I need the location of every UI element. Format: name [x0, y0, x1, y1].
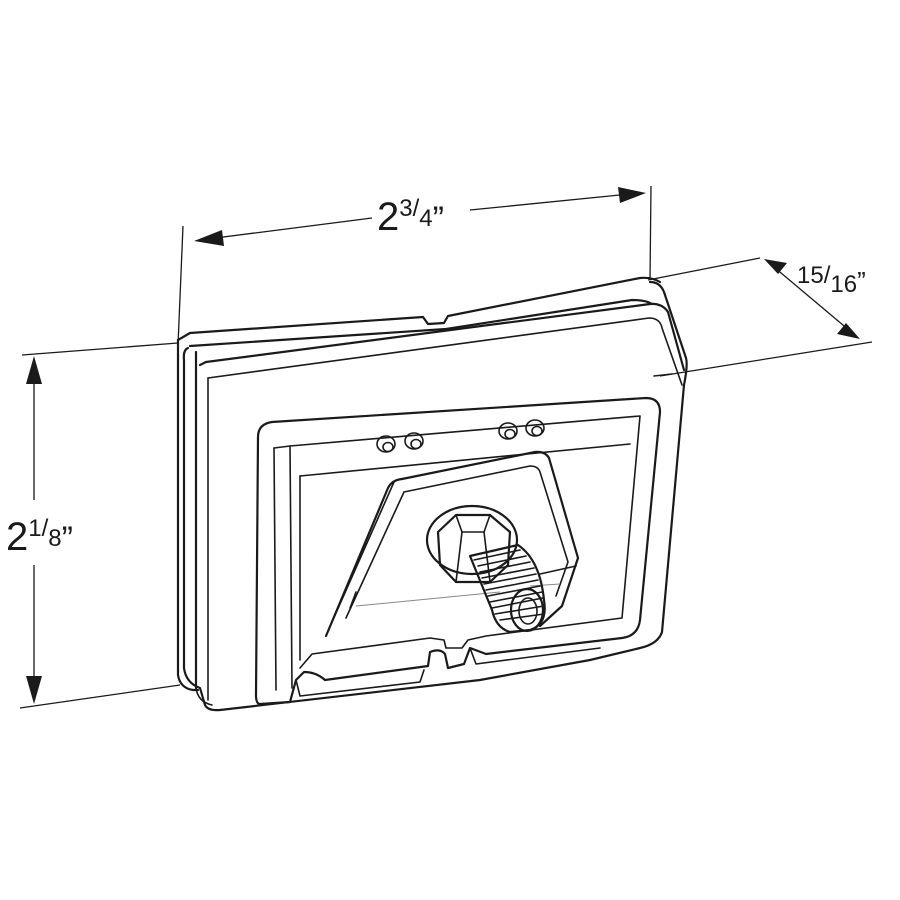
vent-hole	[525, 419, 545, 437]
recessed-window	[254, 396, 662, 706]
vent-hole	[376, 435, 396, 453]
vent-hole	[498, 422, 518, 440]
vent-hole	[404, 432, 424, 450]
extension-lines	[19, 185, 873, 709]
width-dimension-line	[194, 187, 646, 246]
depth-dimension-line	[764, 259, 860, 339]
height-label: 21/8”	[6, 515, 73, 559]
vent-holes	[376, 419, 545, 453]
depth-label: 15/16”	[797, 262, 866, 298]
width-label: 23/4”	[377, 195, 444, 239]
mounting-boss	[324, 450, 580, 638]
height-dimension-line	[26, 356, 42, 704]
stud-with-hex-nut	[425, 504, 546, 634]
lamp-housing	[176, 276, 688, 712]
